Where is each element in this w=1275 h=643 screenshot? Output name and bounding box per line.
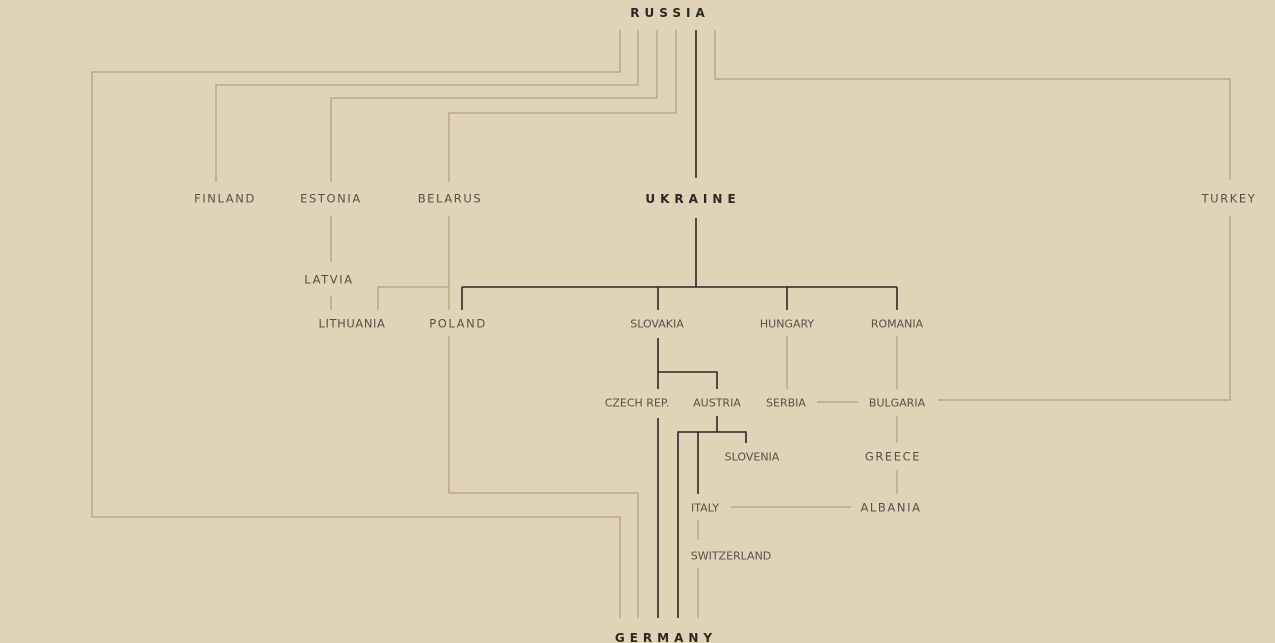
country-latvia: LATVIA xyxy=(304,272,354,287)
country-russia: RUSSIA xyxy=(630,6,710,20)
route-slovakia-split xyxy=(657,338,718,389)
country-turkey: TURKEY xyxy=(1201,191,1257,206)
route-russia-belarus xyxy=(448,30,677,182)
country-slovenia: SLOVENIA xyxy=(724,450,780,464)
route-russia-germany-west xyxy=(91,30,621,618)
route-austria-germany xyxy=(677,431,717,618)
country-austria: AUSTRIA xyxy=(693,396,741,410)
country-bulgaria: BULGARIA xyxy=(868,396,926,410)
country-czech-rep: CZECH REP. xyxy=(604,396,670,410)
country-italy: ITALY xyxy=(690,501,720,515)
country-ukraine: UKRAINE xyxy=(645,192,741,206)
country-germany: GERMANY xyxy=(614,631,718,643)
route-austria-split xyxy=(716,416,747,443)
country-estonia: ESTONIA xyxy=(300,191,362,206)
route-belarus-lithuania xyxy=(377,286,449,310)
country-albania: ALBANIA xyxy=(860,500,922,515)
country-hungary: HUNGARY xyxy=(759,317,815,331)
country-belarus: BELARUS xyxy=(417,191,483,206)
country-slovakia: SLOVAKIA xyxy=(630,317,684,331)
route-russia-finland xyxy=(215,30,639,182)
secondary-routes xyxy=(91,30,1231,618)
route-turkey-bulgaria xyxy=(938,216,1231,401)
route-russia-turkey xyxy=(714,30,1231,180)
country-lithuania: LITHUANIA xyxy=(318,316,386,331)
country-finland: FINLAND xyxy=(194,191,256,206)
country-serbia: SERBIA xyxy=(766,396,806,410)
country-romania: ROMANIA xyxy=(870,317,924,331)
primary-routes xyxy=(461,30,898,618)
route-poland-germany xyxy=(448,336,639,618)
country-switzerland: SWITZERLAND xyxy=(690,549,772,563)
country-greece: GREECE xyxy=(864,449,922,464)
country-poland: POLAND xyxy=(429,316,487,331)
route-russia-estonia xyxy=(330,30,658,182)
